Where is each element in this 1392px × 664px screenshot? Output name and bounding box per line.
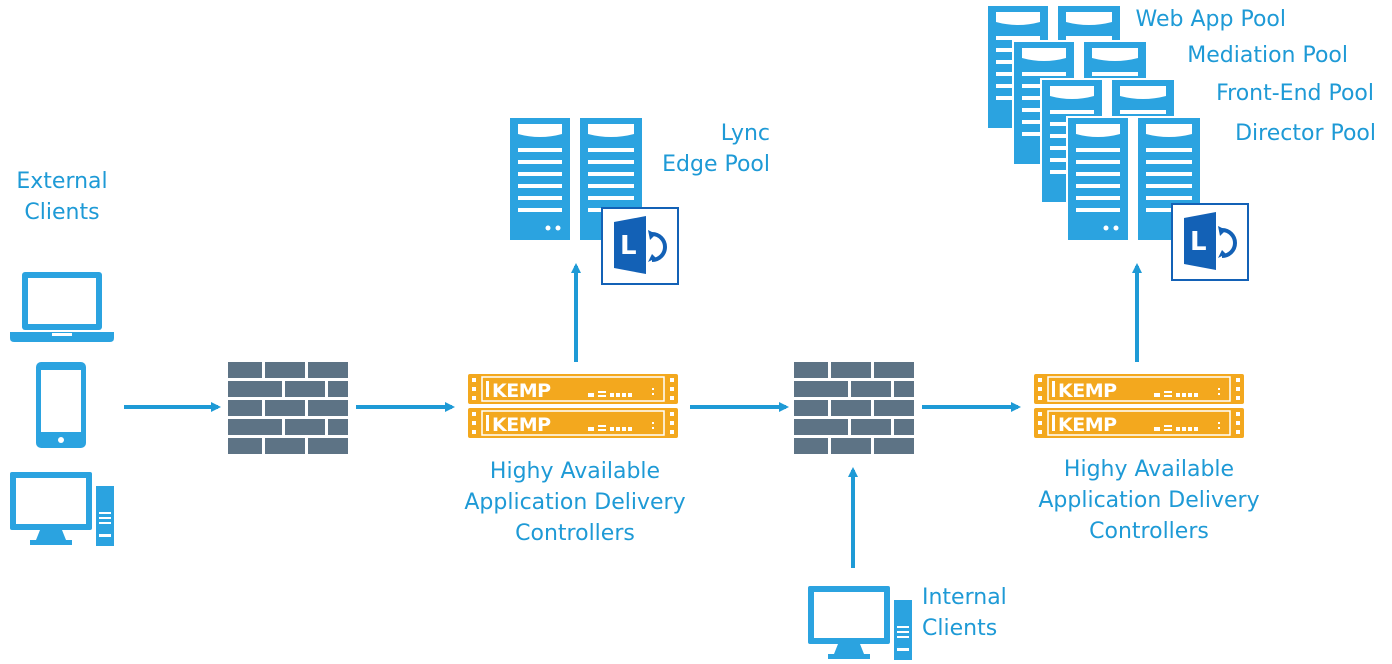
adc-right-line-3: Controllers (1089, 519, 1209, 544)
lync-logo-icon (600, 206, 680, 286)
adc-right-line-2: Application Delivery (1038, 488, 1260, 513)
lync-edge-pool-line-1: Lync (720, 121, 770, 146)
internal-clients-label: Internal Clients (922, 582, 1042, 644)
firewall-icon (228, 362, 348, 454)
adc-left-line-1: Highy Available (489, 459, 661, 484)
pool-label-web-app: Web App Pool (1135, 7, 1286, 32)
lync-edge-pool-line-2: Edge Pool (662, 152, 770, 177)
pool-label-front-end: Front-End Pool (1216, 81, 1374, 106)
kemp-appliance-icon (467, 373, 679, 405)
lync-edge-pool-label: Lync Edge Pool (640, 118, 770, 180)
external-clients-line-1: External (16, 169, 108, 194)
external-clients-label: External Clients (0, 166, 124, 228)
adc-right-line-1: Highy Available (1063, 457, 1235, 482)
adc-left-label: Highy Available Application Delivery Con… (430, 456, 720, 549)
adc-left-line-3: Controllers (515, 521, 635, 546)
firewall-icon (794, 362, 914, 454)
kemp-appliance-icon (1033, 407, 1245, 439)
adc-right-label: Highy Available Application Delivery Con… (1004, 454, 1294, 547)
internal-clients-line-1: Internal (922, 585, 1007, 610)
laptop-icon (10, 272, 114, 342)
adc-left-line-2: Application Delivery (464, 490, 686, 515)
lync-logo-icon (1170, 202, 1250, 282)
kemp-appliance-icon (1033, 373, 1245, 405)
desktop-icon (10, 472, 114, 546)
kemp-appliance-icon (467, 407, 679, 439)
internal-clients-line-2: Clients (922, 616, 998, 641)
external-clients-line-2: Clients (24, 200, 100, 225)
tablet-icon (36, 362, 86, 448)
pool-label-mediation: Mediation Pool (1187, 43, 1348, 68)
desktop-icon (808, 586, 912, 660)
pool-label-director: Director Pool (1235, 121, 1376, 146)
